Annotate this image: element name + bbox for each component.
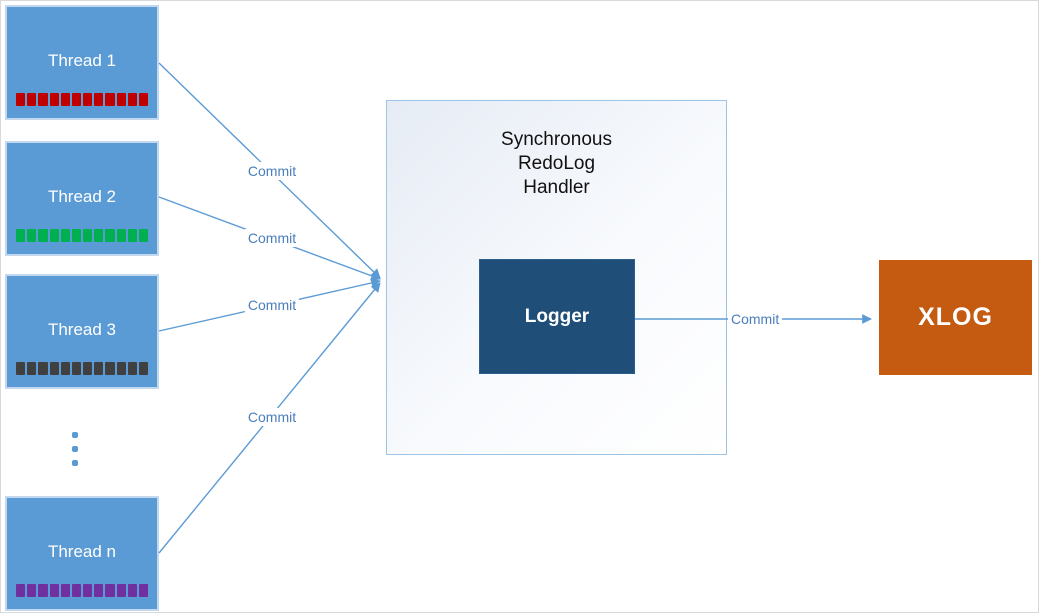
logger-box: Logger	[479, 259, 635, 374]
handler-title-line1: Synchronous	[501, 129, 612, 150]
commit-label-xlog: Commit	[728, 310, 783, 328]
thread-n-label: Thread n	[47, 542, 117, 561]
commit-label-threadn: Commit	[244, 408, 300, 426]
xlog-box: XLOG	[879, 260, 1032, 375]
thread-2-log-buffer	[16, 229, 149, 242]
thread-3-label: Thread 3	[47, 320, 117, 339]
thread-n-box: Thread n	[5, 496, 159, 611]
thread-1-log-buffer	[16, 93, 149, 106]
thread-2-label: Thread 2	[47, 187, 117, 206]
xlog-label: XLOG	[918, 303, 993, 331]
commit-label-thread1: Commit	[244, 162, 300, 180]
commit-label-thread3: Commit	[244, 296, 300, 314]
handler-title-line2: RedoLog	[517, 153, 596, 174]
thread-2-box: Thread 2	[5, 141, 159, 256]
ellipsis-dots-icon	[72, 432, 78, 466]
handler-title-line3: Handler	[523, 177, 590, 198]
thread-1-label: Thread 1	[47, 51, 117, 70]
commit-label-thread2: Commit	[244, 229, 300, 247]
thread-3-log-buffer	[16, 362, 149, 375]
thread-3-box: Thread 3	[5, 274, 159, 389]
thread-n-log-buffer	[16, 584, 149, 597]
logger-label: Logger	[524, 305, 590, 327]
redolog-handler-title: Synchronous RedoLog Handler	[387, 128, 726, 200]
thread-1-box: Thread 1	[5, 5, 159, 120]
